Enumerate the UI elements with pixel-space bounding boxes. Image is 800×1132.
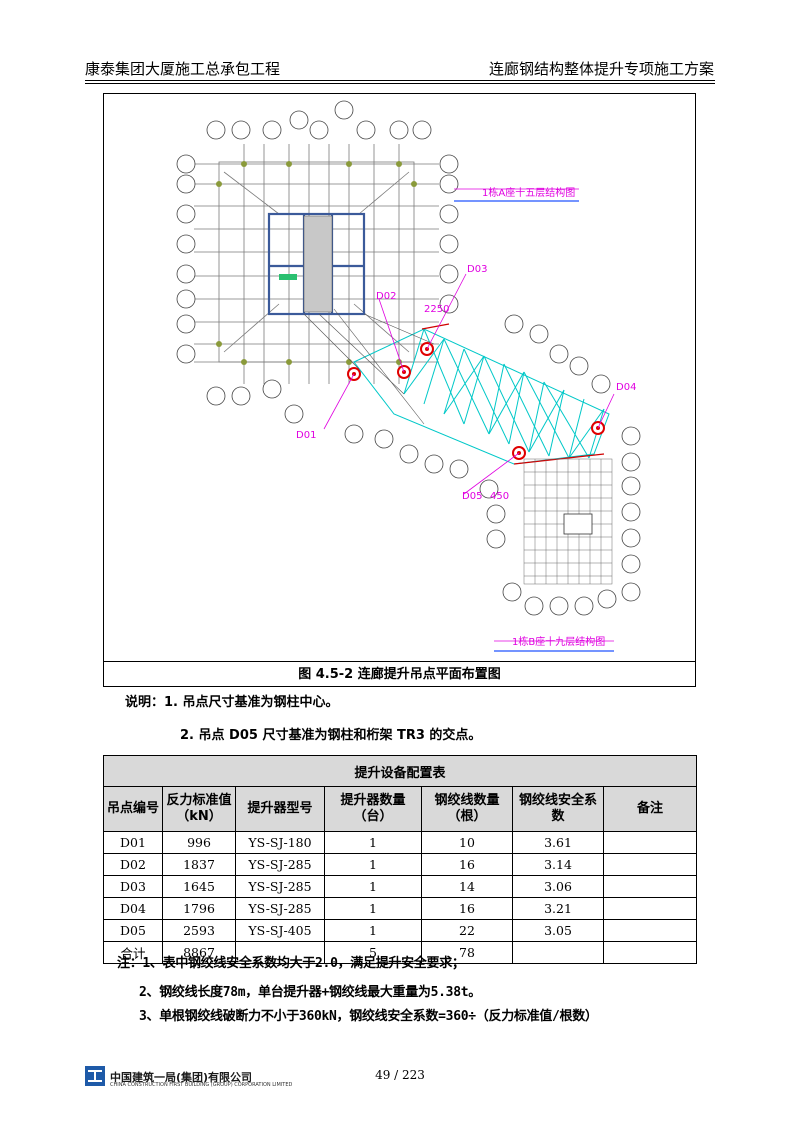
cell-reaction: 1645 [162,875,236,898]
col-header-lifter-model: 提升器型号 [235,786,325,832]
structural-plan-drawing: 1栋A座十五层结构图 1栋B座十九层结构图 D01 D02 D03 D04 D0… [176,100,641,652]
cell-remarks [603,897,697,920]
label-d03: D03 [467,264,487,275]
note-line-1: 说明：1. 吊点尺寸基准为钢柱中心。 [125,695,339,710]
figure-frame: 1栋A座十五层结构图 1栋B座十九层结构图 D01 D02 D03 D04 D0… [103,93,696,687]
table-row: D04 1796 YS-SJ-285 1 16 3.21 [103,897,697,920]
cell-remarks [603,853,697,876]
cell-point-id: 合计 [103,941,163,964]
company-name-en: CHINA CONSTRUCTION FIRST BUILDING (GROUP… [110,1082,293,1088]
cell-reaction: 1837 [162,853,236,876]
footnote-1: 注：1、表中钢绞线安全系数均大于2.0，满足提升安全要求； [117,956,465,971]
page-number: 49 / 223 [375,1068,425,1082]
cell-point-id: D01 [103,831,163,854]
note-line-2: 2. 吊点 D05 尺寸基准为钢柱和桁架 TR3 的交点。 [180,728,482,743]
table-row: D05 2593 YS-SJ-405 1 22 3.05 [103,919,697,942]
cell-point-id: D04 [103,897,163,920]
col-header-remarks: 备注 [603,786,697,832]
table-row: D02 1837 YS-SJ-285 1 16 3.14 [103,853,697,876]
cell-remarks [603,919,697,942]
cell-lifter-count: 1 [324,853,422,876]
cell-lifter-model: YS-SJ-285 [235,897,325,920]
building-a-columns [216,161,417,365]
label-d01: D01 [296,430,316,441]
cell-reaction: 1796 [162,897,236,920]
cell-lifter-count: 1 [324,875,422,898]
corridor-edges [421,323,605,465]
lift-points [347,342,605,460]
cell-safety-factor: 3.14 [512,853,604,876]
cell-lifter-count: 1 [324,897,422,920]
equipment-config-table: 提升设备配置表 吊点编号 反力标准值（kN） 提升器型号 提升器数量（台） 钢绞… [103,755,697,964]
header-rule [85,80,715,81]
table-title: 提升设备配置表 [103,755,697,787]
header-rule-2 [85,83,715,84]
core-hatch [303,215,333,313]
cell-safety-factor [512,941,604,964]
cell-safety-factor: 3.61 [512,831,604,854]
cell-point-id: D02 [103,853,163,876]
cell-lifter-model: YS-SJ-180 [235,831,325,854]
cell-safety-factor: 3.05 [512,919,604,942]
col-header-strand-count: 钢绞线数量（根） [421,786,513,832]
axis-bubbles-a [176,100,459,424]
company-logo-icon [85,1066,105,1086]
cell-reaction: 996 [162,831,236,854]
corridor-truss [353,328,610,465]
cell-lifter-model: YS-SJ-285 [235,875,325,898]
cell-point-id: D05 [103,919,163,942]
cell-strand-count: 16 [421,897,513,920]
footnote-2: 2、钢绞线长度78m，单台提升器+钢绞线最大重量为5.38t。 [139,985,481,1000]
cell-reaction: 2593 [162,919,236,942]
corridor-diagonals [303,308,435,425]
col-header-reaction: 反力标准值（kN） [162,786,236,832]
table-row: D03 1645 YS-SJ-285 1 14 3.06 [103,875,697,898]
label-d05: D05 [462,491,482,502]
cell-reaction: 8867 [162,941,236,964]
cell-strand-count: 10 [421,831,513,854]
figure-caption: 图 4.5-2 连廊提升吊点平面布置图 [104,661,695,687]
cell-remarks [603,875,697,898]
cell-remarks [603,831,697,854]
cell-lifter-model: YS-SJ-405 [235,919,325,942]
label-d04: D04 [616,382,636,393]
label-dim-2250: 2250 [424,304,449,315]
cell-strand-count: 22 [421,919,513,942]
building-b-grid [523,458,613,585]
label-building-b: 1栋B座十九层结构图 [512,635,605,648]
label-dim-450: 450 [490,491,509,502]
core-marker [279,274,297,280]
label-building-a: 1栋A座十五层结构图 [482,186,575,199]
cell-strand-count: 78 [421,941,513,964]
cell-strand-count: 16 [421,853,513,876]
axis-bubbles-b [344,314,641,616]
table-row: D01 996 YS-SJ-180 1 10 3.61 [103,831,697,854]
col-header-lifter-count: 提升器数量（台） [324,786,422,832]
cell-safety-factor: 3.21 [512,897,604,920]
table-row-total: 合计 8867 5 78 [103,941,697,964]
header-document-title: 连廊钢结构整体提升专项施工方案 [488,60,714,78]
cell-safety-factor: 3.06 [512,875,604,898]
building-b-opening [563,513,593,535]
cell-strand-count: 14 [421,875,513,898]
company-name-cn: 中国建筑一局(集团)有限公司 [110,1071,253,1084]
header-project-title: 康泰集团大厦施工总承包工程 [85,60,281,78]
col-header-safety-factor: 钢绞线安全系数 [512,786,604,832]
cell-lifter-count: 1 [324,919,422,942]
cell-lifter-model: YS-SJ-285 [235,853,325,876]
footnote-3: 3、单根钢绞线破断力不小于360kN，钢绞线安全系数=360÷（反力标准值/根数… [139,1009,598,1024]
cell-lifter-count: 1 [324,831,422,854]
col-header-point-id: 吊点编号 [103,786,163,832]
cell-point-id: D03 [103,875,163,898]
label-d02: D02 [376,291,396,302]
cell-remarks [603,941,697,964]
annotation-lines [323,188,615,642]
